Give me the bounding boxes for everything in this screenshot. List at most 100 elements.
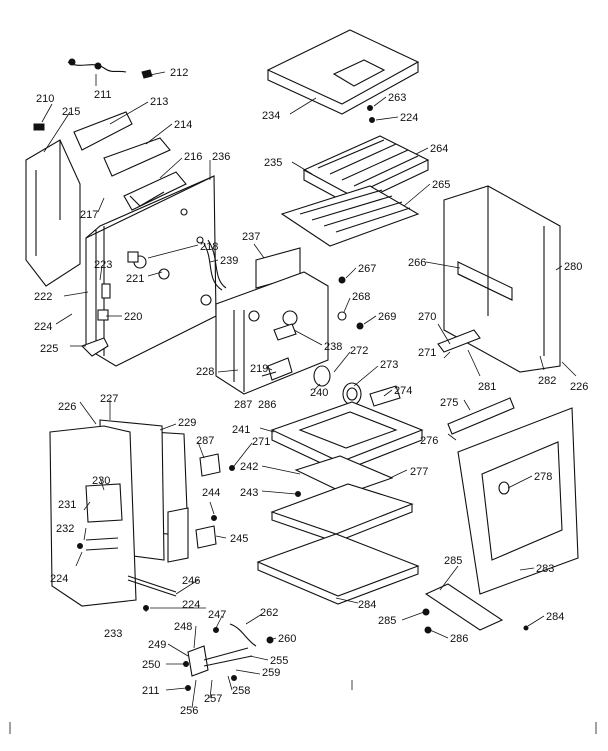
part-labels: 212 211 210 215 213 214 216 236 217 218 …: [34, 67, 588, 717]
part-label: 286: [258, 399, 276, 411]
part-label: 234: [262, 110, 280, 122]
part-label: 211: [94, 89, 112, 101]
bracket-225: [81, 337, 109, 357]
part-label: 265: [432, 179, 450, 191]
part-label: 269: [378, 311, 396, 323]
small-fasteners-258: [367, 105, 375, 123]
part-label: 268: [352, 291, 370, 303]
part-label: 231: [58, 499, 76, 511]
part-label: 218: [200, 241, 218, 253]
part-label: 250: [142, 659, 160, 671]
side-trim-266: [437, 329, 481, 353]
part-label: 285: [444, 555, 462, 567]
part-label: 272: [350, 345, 368, 357]
spring-246: [127, 575, 177, 597]
part-label: 224: [50, 573, 68, 585]
part-label: 224: [34, 321, 52, 333]
part-label: 227: [100, 393, 118, 405]
part-label: 220: [124, 311, 142, 323]
part-label: 228: [196, 366, 214, 378]
part-label: 236: [212, 151, 230, 163]
kick-panel-275: [424, 583, 504, 631]
valve-parts: [183, 623, 274, 691]
part-label: 240: [310, 387, 328, 399]
plates-287-245: [195, 453, 221, 549]
part-label: 275: [440, 397, 458, 409]
part-label: 255: [270, 655, 288, 667]
part-label: 226: [570, 381, 588, 393]
part-label: 284: [546, 611, 564, 623]
part-label: 271: [418, 347, 436, 359]
part-label: 281: [478, 381, 496, 393]
part-label: 233: [104, 628, 122, 640]
part-label: 285: [378, 615, 396, 627]
part-label: 276: [420, 435, 438, 447]
part-label: 246: [182, 575, 200, 587]
power-cord: [33, 58, 153, 131]
part-label: 287: [234, 399, 252, 411]
part-label: 248: [174, 621, 192, 633]
part-label: 225: [40, 343, 58, 355]
part-label: 266: [408, 257, 426, 269]
part-label: 245: [230, 533, 248, 545]
part-label: 229: [178, 417, 196, 429]
part-label: 241: [232, 424, 250, 436]
part-label: 258: [232, 685, 250, 697]
part-label: 283: [536, 563, 554, 575]
part-label: 278: [534, 471, 552, 483]
part-label: 264: [430, 143, 448, 155]
part-label: 243: [240, 487, 258, 499]
rear-panel: [85, 175, 217, 367]
screws-upper: [337, 276, 364, 330]
top-brackets: [73, 111, 187, 211]
part-label: 259: [262, 667, 280, 679]
part-label: 223: [94, 259, 112, 271]
part-label: 280: [564, 261, 582, 273]
part-label: 210: [36, 93, 54, 105]
part-label: 277: [410, 466, 428, 478]
part-label: 282: [538, 375, 556, 387]
part-label: 271: [252, 436, 270, 448]
left-side-panel: [25, 139, 81, 287]
leader-lines: [41, 71, 577, 709]
part-label: 217: [80, 209, 98, 221]
part-label: 226: [58, 401, 76, 413]
part-label: 235: [264, 157, 282, 169]
part-label: 247: [208, 609, 226, 621]
lower-left-panels: [49, 419, 189, 607]
part-label: 215: [62, 106, 80, 118]
part-label: 284: [358, 599, 376, 611]
part-label: 238: [324, 341, 342, 353]
part-label: 224: [182, 599, 200, 611]
part-label: 249: [148, 639, 166, 651]
part-label: 213: [150, 96, 168, 108]
right-side-panel: [443, 185, 561, 373]
part-label: 211: [142, 685, 160, 697]
part-label: 214: [174, 119, 192, 131]
part-label: 274: [394, 385, 412, 397]
part-label: 267: [358, 263, 376, 275]
burner-assembly: [256, 401, 424, 605]
part-label: 270: [418, 311, 436, 323]
rings: [313, 365, 362, 406]
part-label: 244: [202, 487, 220, 499]
part-label: 242: [240, 461, 258, 473]
part-label: 286: [450, 633, 468, 645]
part-label: 230: [92, 475, 110, 487]
part-label: 263: [388, 92, 406, 104]
hinge-270: [369, 385, 401, 407]
part-label: 257: [204, 693, 222, 705]
part-label: 221: [126, 273, 144, 285]
part-label: 273: [380, 359, 398, 371]
part-label: 256: [180, 705, 198, 717]
part-label: 232: [56, 523, 74, 535]
part-label: 239: [220, 255, 238, 267]
oven-rack: [280, 185, 420, 247]
top-cover: [266, 29, 420, 115]
part-label: 212: [170, 67, 188, 79]
part-label: 287: [196, 435, 214, 447]
part-label: 222: [34, 291, 52, 303]
part-label: 219: [250, 363, 268, 375]
